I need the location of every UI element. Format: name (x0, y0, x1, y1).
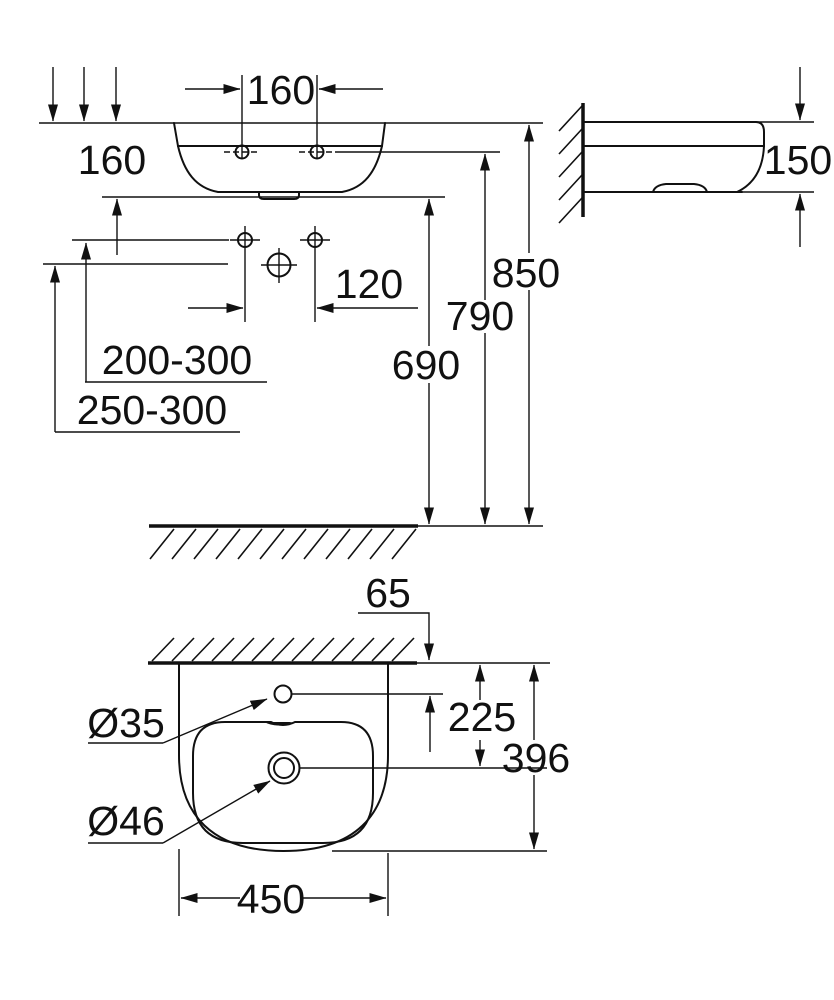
plan-drain-inner (273, 757, 295, 779)
dim-label-hole-spacing: 160 (247, 67, 315, 113)
drain-trap-outline (258, 191, 300, 200)
dim-label-tap-offset: 65 (365, 570, 411, 616)
floor-hatching (149, 528, 417, 560)
dim-label-drain-diameter: Ø46 (87, 798, 165, 844)
dim-label-supply-range: 200-300 (102, 337, 252, 383)
plan-tap-hole (273, 684, 293, 704)
dim-label-tap-diameter: Ø35 (87, 700, 165, 746)
basin-bowl-outline (177, 145, 383, 193)
plan-drain-outer (267, 751, 301, 785)
side-trap-outline (652, 183, 708, 193)
dim-label-depth: 396 (502, 735, 570, 781)
callout-tap-diameter-leader (162, 698, 268, 744)
side-bowl-profile (736, 145, 765, 193)
side-view: 150 (558, 67, 832, 247)
basin-rim-outline (173, 122, 386, 147)
dim-label-bottom-height: 690 (392, 342, 460, 388)
dim-label-basin-height: 160 (78, 137, 146, 183)
dim-label-drain-range: 250-300 (77, 387, 227, 433)
dim-label-side-height: 150 (764, 137, 832, 183)
plan-basin-outer-outline (178, 662, 389, 853)
plan-basin-inner-bowl (192, 721, 374, 844)
side-rim-right-corner (755, 121, 765, 147)
dim-label-rim-height: 850 (492, 250, 560, 296)
dim-label-fixing-height: 790 (446, 293, 514, 339)
plan-overflow-notch (264, 722, 292, 726)
dim-tap-offset-arrow-upper (358, 612, 434, 661)
dim-label-width: 450 (237, 876, 305, 922)
plan-wall-hatching (151, 637, 415, 662)
dim-label-drain-offset: 225 (448, 694, 516, 740)
front-view: 160 160 120 200-300 250-300 (39, 67, 560, 560)
callout-drain-diameter-leader (162, 780, 271, 844)
side-wall-hatching (558, 105, 583, 224)
plan-view: 65 225 396 450 (87, 570, 570, 922)
dim-label-supply-spacing: 120 (335, 261, 403, 307)
